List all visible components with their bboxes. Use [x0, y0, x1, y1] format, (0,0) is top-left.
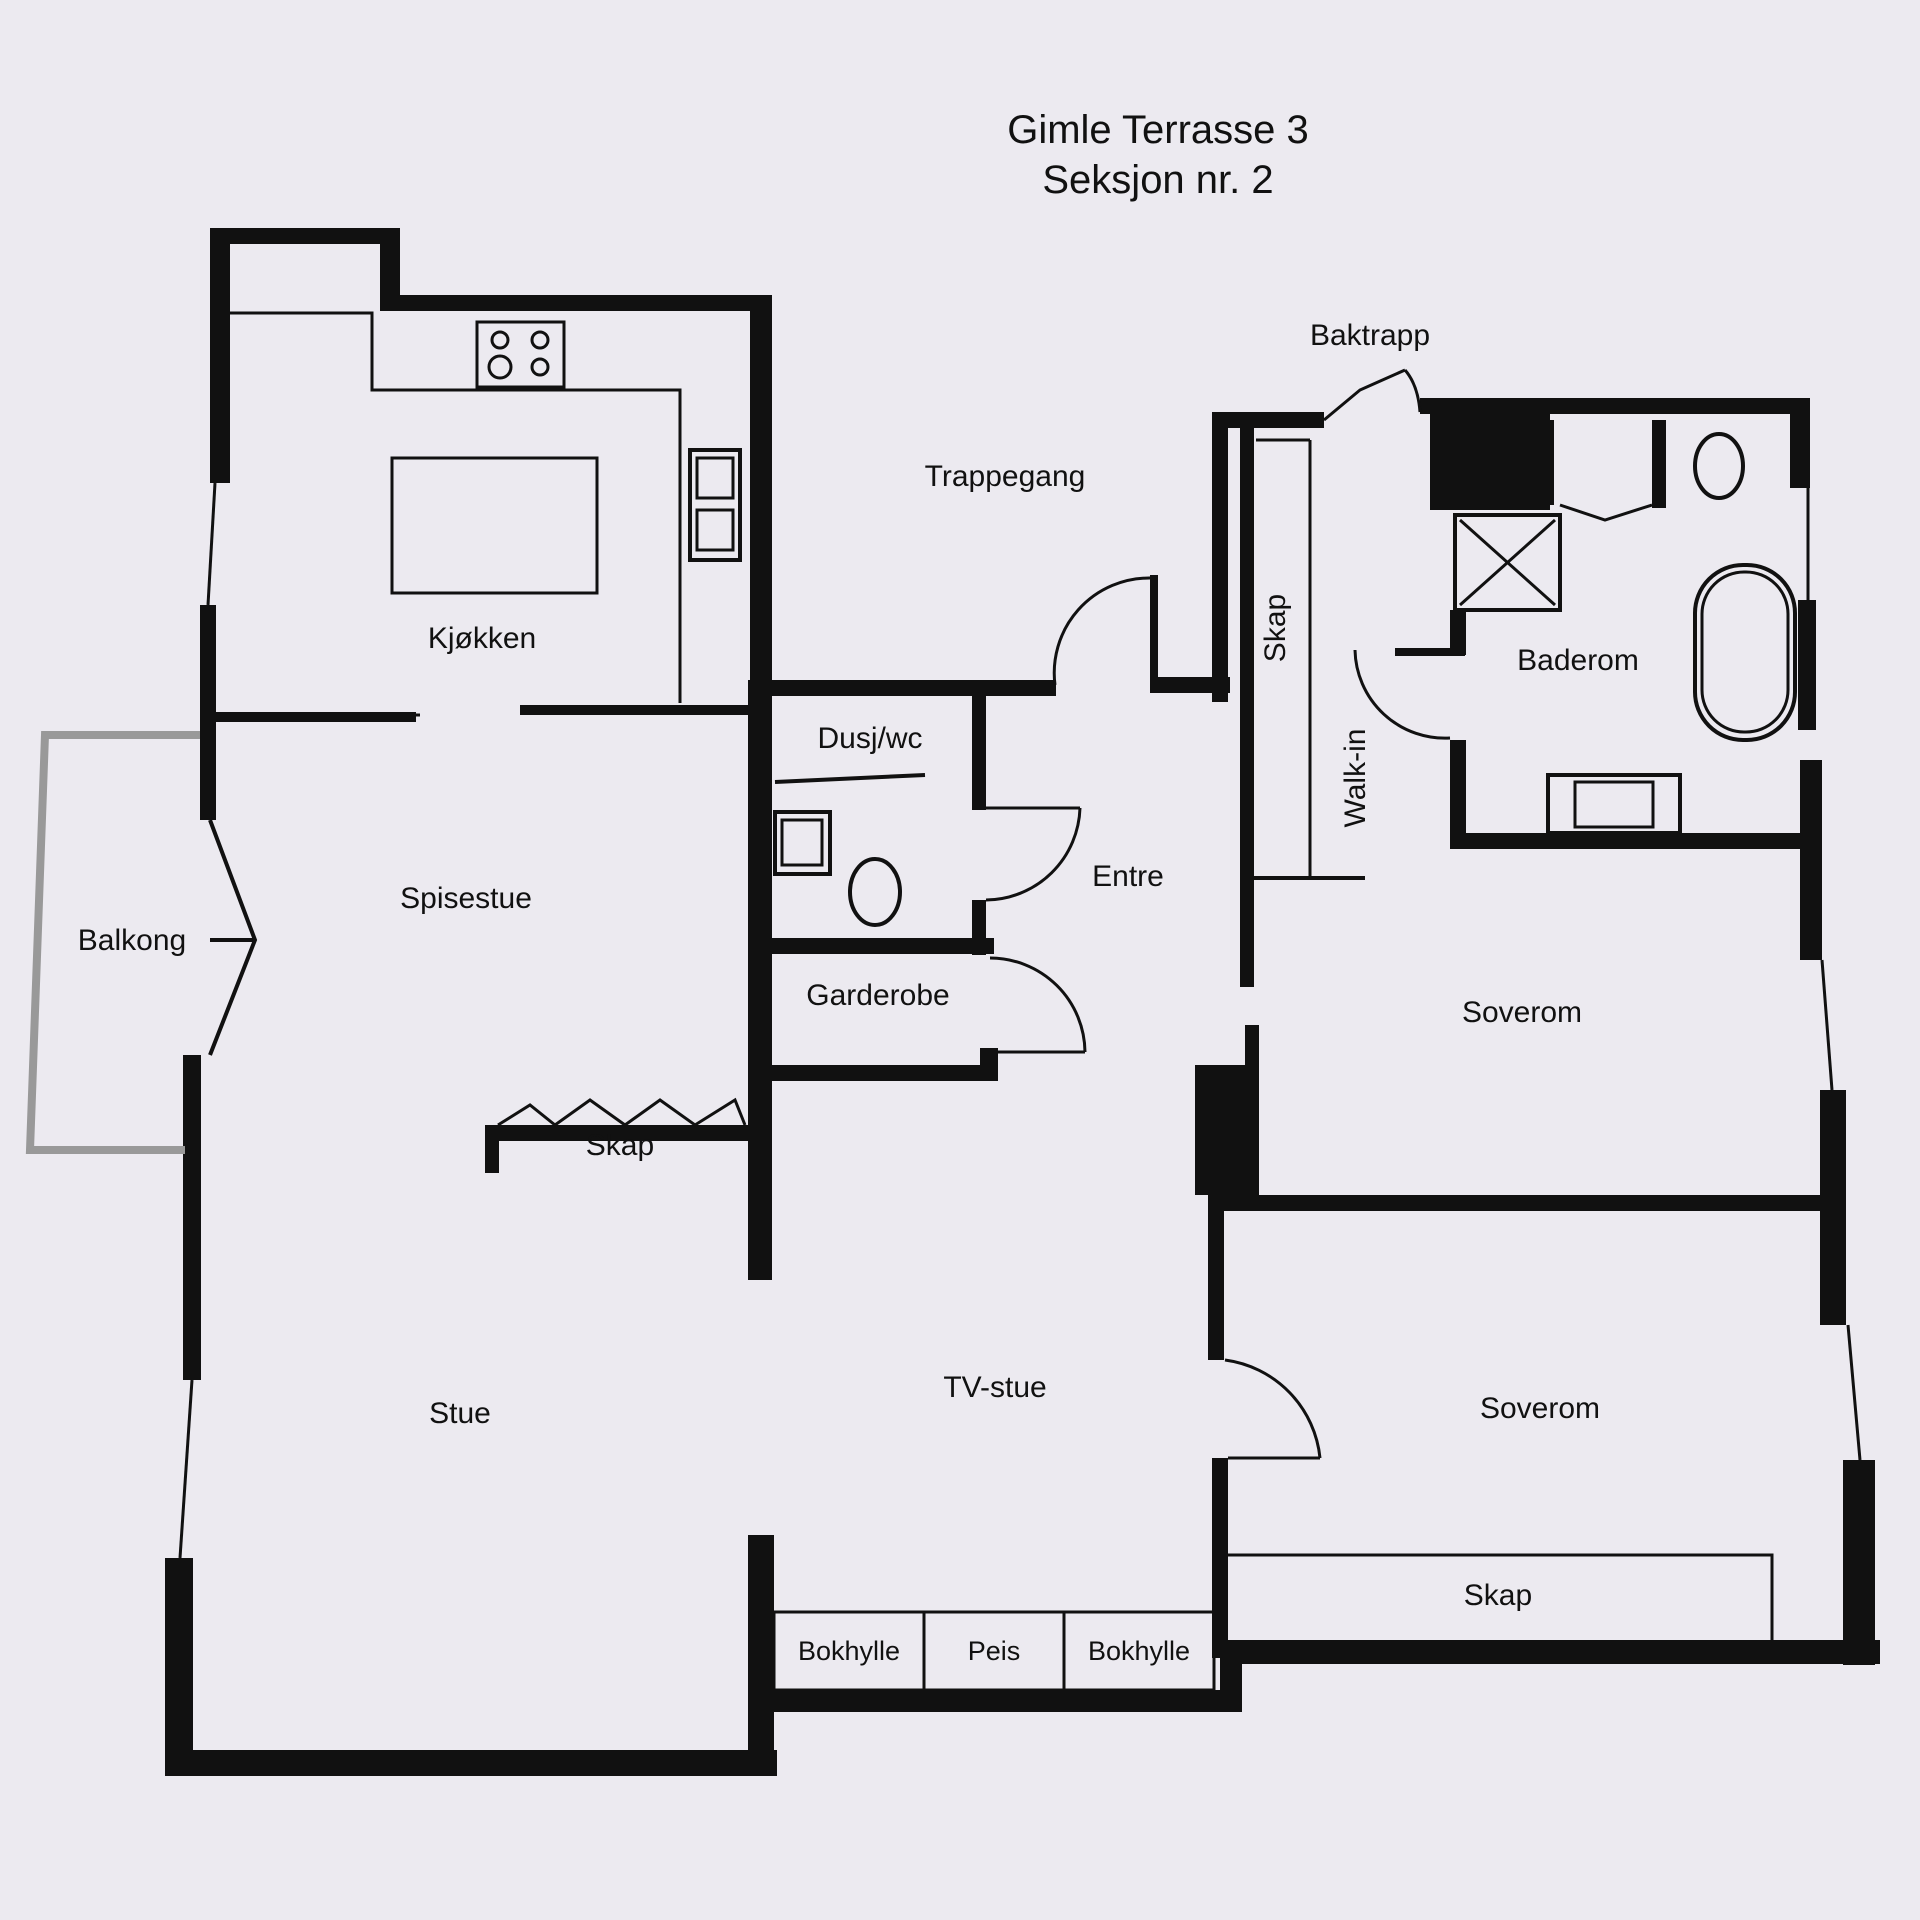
label-baderom: Baderom	[1517, 644, 1639, 677]
label-soverom-2: Soverom	[1480, 1392, 1600, 1425]
plan-title-line2: Seksjon nr. 2	[1042, 158, 1273, 202]
label-stue: Stue	[429, 1397, 491, 1430]
label-soverom-1: Soverom	[1462, 996, 1582, 1029]
shower-icon	[1453, 513, 1562, 612]
room-labels: Kjøkken Trappegang Baktrapp Skap Walk-in…	[78, 319, 1639, 1666]
label-peis: Peis	[968, 1636, 1021, 1666]
kitchen-sink-icon	[688, 448, 742, 562]
label-trappegang: Trappegang	[925, 460, 1086, 493]
stove-icon	[475, 320, 566, 389]
wc-toilet-icon	[848, 857, 902, 927]
label-walk-in: Walk-in	[1339, 729, 1372, 828]
label-dusj-wc: Dusj/wc	[817, 722, 922, 755]
label-skap-soverom: Skap	[1464, 1579, 1532, 1612]
label-skap-spisestue: Skap	[586, 1129, 654, 1162]
label-entre: Entre	[1092, 860, 1164, 893]
bath-sink-icon	[1546, 773, 1682, 835]
fixtures	[25, 311, 1862, 1692]
bathtub-icon	[1693, 563, 1797, 742]
label-skap-walkin: Skap	[1259, 594, 1292, 662]
label-kjokken: Kjøkken	[428, 622, 536, 655]
label-balkong: Balkong	[78, 924, 186, 957]
walls	[165, 228, 1880, 1776]
label-bokhylle-right: Bokhylle	[1088, 1636, 1190, 1666]
label-bokhylle-left: Bokhylle	[798, 1636, 900, 1666]
wc-sink-icon	[773, 810, 832, 876]
kitchen-island	[390, 456, 599, 595]
label-baktrapp: Baktrapp	[1310, 319, 1430, 352]
balcony-outline	[25, 731, 200, 1154]
plan-title-line1: Gimle Terrasse 3	[1007, 108, 1309, 152]
toilet-icon	[1693, 432, 1745, 500]
label-spisestue: Spisestue	[400, 882, 532, 915]
label-tv-stue: TV-stue	[943, 1371, 1046, 1404]
label-garderobe: Garderobe	[806, 979, 949, 1012]
